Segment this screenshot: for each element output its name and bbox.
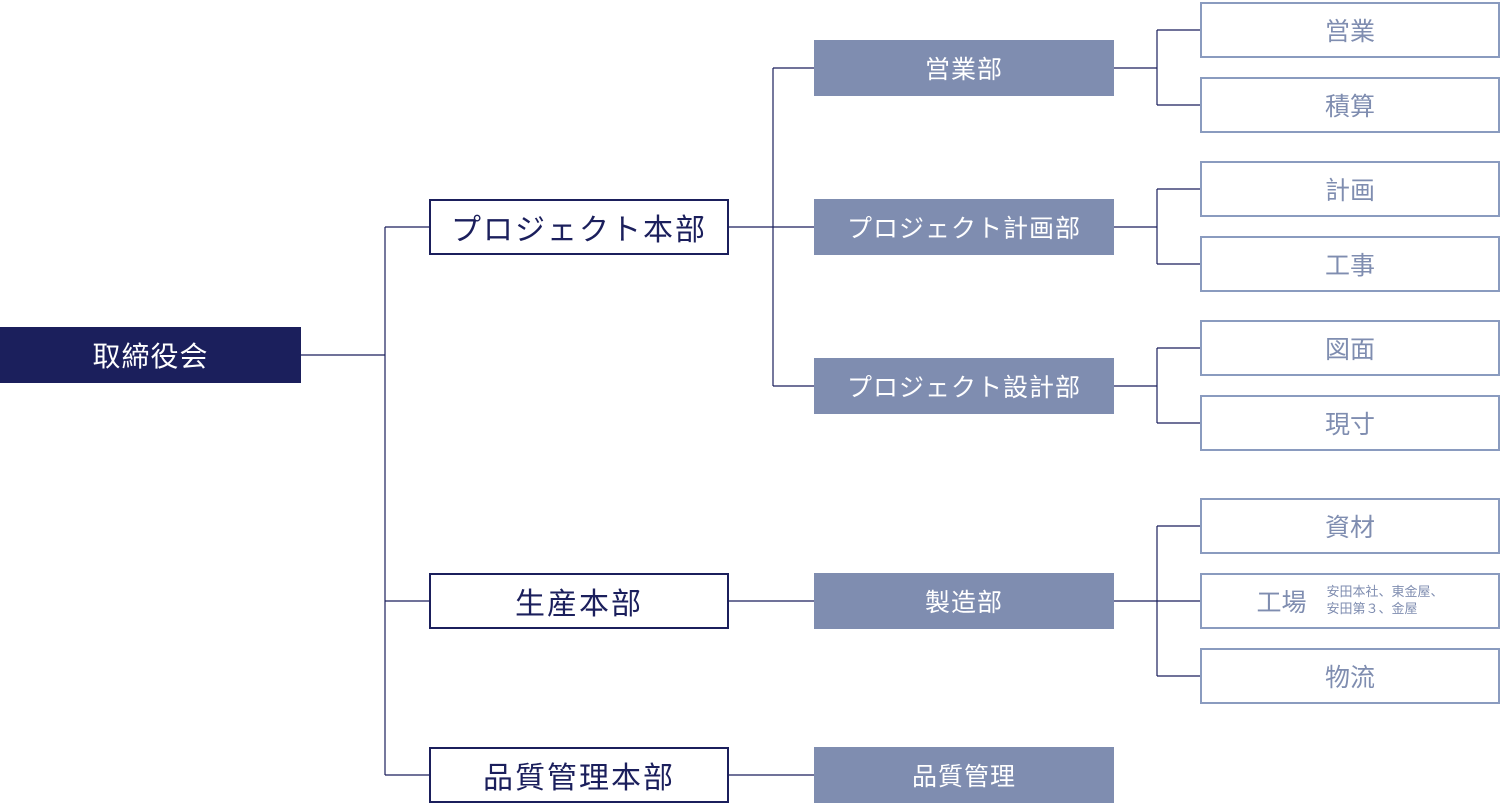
section-drawings: 図面 [1200,320,1500,376]
division-label: プロジェクト本部 [451,213,707,248]
section-label: 資材 [1324,513,1375,542]
department-label: 製造部 [924,588,1003,617]
section-label: 図面 [1324,335,1375,364]
division-production: 生産本部 [429,573,729,629]
factory-locations-line: 安田本社、東金屋、 [1326,585,1444,600]
department-label: 品質管理 [911,762,1016,791]
section-label: 営業 [1324,17,1375,46]
section-sales: 営業 [1200,2,1500,58]
section-logistics: 物流 [1200,648,1500,704]
department-label: プロジェクト計画部 [846,214,1081,243]
root-node-board: 取締役会 [0,327,301,383]
department-label: プロジェクト設計部 [846,373,1081,402]
section-label: 現寸 [1324,410,1375,439]
division-project: プロジェクト本部 [429,199,729,255]
factory-locations-line: 安田第３、金屋 [1326,602,1418,617]
section-materials: 資材 [1200,498,1500,554]
department-sales: 営業部 [814,40,1114,96]
section-label: 積算 [1324,92,1375,121]
section-label: 工事 [1324,251,1375,280]
root-label: 取締役会 [92,340,209,373]
factory-locations-note: 安田本社、東金屋、 安田第３、金屋 [1327,584,1444,618]
division-label: 品質管理本部 [483,761,675,796]
section-factory: 工場 安田本社、東金屋、 安田第３、金屋 [1200,573,1500,629]
section-label: 物流 [1324,663,1375,692]
section-construction: 工事 [1200,236,1500,292]
department-label: 営業部 [924,55,1003,84]
section-planning: 計画 [1200,161,1500,217]
section-estimation: 積算 [1200,77,1500,133]
section-full-scale: 現寸 [1200,395,1500,451]
department-project-design: プロジェクト設計部 [814,358,1114,414]
department-project-planning: プロジェクト計画部 [814,199,1114,255]
division-label: 生産本部 [515,587,643,622]
division-quality: 品質管理本部 [429,747,729,803]
department-manufacturing: 製造部 [814,573,1114,629]
section-label: 工場 [1256,588,1307,617]
section-label: 計画 [1324,176,1375,205]
department-quality-control: 品質管理 [814,747,1114,803]
